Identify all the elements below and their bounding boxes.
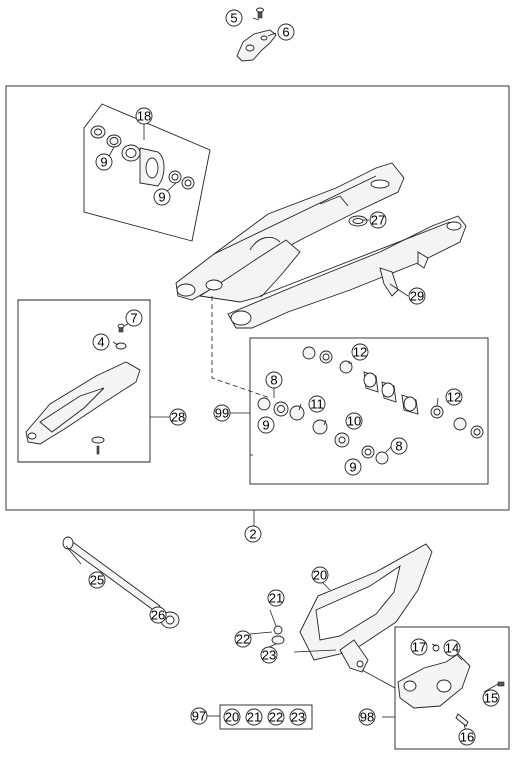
svg-text:27: 27 xyxy=(371,213,385,228)
callout-15: 15 xyxy=(482,689,500,707)
chain-guard-part xyxy=(271,543,433,673)
svg-text:17: 17 xyxy=(412,640,426,655)
chain-slider-frame xyxy=(17,299,151,463)
pivot-axle-part xyxy=(62,536,180,629)
callout-9: 9 xyxy=(153,188,171,206)
svg-text:20: 20 xyxy=(313,568,327,583)
kit-97-box xyxy=(219,704,313,730)
svg-text:5: 5 xyxy=(230,11,237,26)
callout-2: 2 xyxy=(244,525,262,543)
svg-text:14: 14 xyxy=(445,641,459,656)
svg-text:8: 8 xyxy=(270,373,277,388)
callout-23: 23 xyxy=(260,646,278,664)
callout-98: 98 xyxy=(358,708,376,726)
callout-27: 27 xyxy=(369,211,387,229)
callout-16: 16 xyxy=(458,728,476,746)
bearing-parts xyxy=(90,125,195,190)
callout-5: 5 xyxy=(225,9,243,27)
top-bracket-part xyxy=(236,7,277,62)
callout-9: 9 xyxy=(95,153,113,171)
callout-28: 28 xyxy=(169,408,187,426)
callout-18: 18 xyxy=(135,107,153,125)
svg-text:8: 8 xyxy=(395,439,402,454)
svg-text:99: 99 xyxy=(215,406,229,421)
callout-14: 14 xyxy=(443,639,461,657)
svg-text:16: 16 xyxy=(460,730,474,745)
svg-text:22: 22 xyxy=(236,632,250,647)
svg-text:21: 21 xyxy=(247,710,261,725)
swingarm-body xyxy=(175,162,467,329)
svg-text:15: 15 xyxy=(484,691,498,706)
svg-text:98: 98 xyxy=(360,710,374,725)
svg-text:9: 9 xyxy=(158,190,165,205)
callout-9: 9 xyxy=(257,416,275,434)
svg-text:29: 29 xyxy=(410,289,424,304)
kit-97-item-23: 23 xyxy=(289,708,307,726)
callout-7: 7 xyxy=(125,309,143,327)
svg-text:11: 11 xyxy=(310,397,324,412)
svg-text:20: 20 xyxy=(225,710,239,725)
callout-17: 17 xyxy=(410,638,428,656)
callout-29: 29 xyxy=(408,287,426,305)
svg-text:23: 23 xyxy=(291,710,305,725)
svg-text:4: 4 xyxy=(97,335,104,350)
svg-text:7: 7 xyxy=(130,311,137,326)
callout-12: 12 xyxy=(351,343,369,361)
svg-text:28: 28 xyxy=(171,410,185,425)
callout-99: 99 xyxy=(213,404,231,422)
svg-text:9: 9 xyxy=(349,460,356,475)
callout-11: 11 xyxy=(308,395,326,413)
callout-10: 10 xyxy=(345,412,363,430)
callout-97: 97 xyxy=(190,707,208,725)
callout-20: 20 xyxy=(311,566,329,584)
svg-text:12: 12 xyxy=(353,345,367,360)
svg-text:9: 9 xyxy=(262,418,269,433)
callout-8: 8 xyxy=(265,371,283,389)
callout-21: 21 xyxy=(267,589,285,607)
svg-text:23: 23 xyxy=(262,648,276,663)
svg-text:22: 22 xyxy=(269,710,283,725)
kit-97-item-21: 21 xyxy=(245,708,263,726)
pivot-bushing-parts xyxy=(257,346,484,465)
callout-9: 9 xyxy=(344,458,362,476)
svg-text:12: 12 xyxy=(447,390,461,405)
callout-4: 4 xyxy=(92,333,110,351)
callout-26: 26 xyxy=(149,606,167,624)
callout-25: 25 xyxy=(88,571,106,589)
svg-text:6: 6 xyxy=(282,25,289,40)
kit-97-item-20: 20 xyxy=(223,708,241,726)
svg-text:26: 26 xyxy=(151,608,165,623)
svg-text:9: 9 xyxy=(100,155,107,170)
callout-22: 22 xyxy=(234,630,252,648)
svg-text:21: 21 xyxy=(269,591,283,606)
callout-12: 12 xyxy=(445,388,463,406)
kit-97-item-22: 22 xyxy=(267,708,285,726)
svg-text:25: 25 xyxy=(90,573,104,588)
svg-text:97: 97 xyxy=(192,709,206,724)
pivot-bushing-frame xyxy=(249,337,489,485)
bearing-group-frame xyxy=(83,103,211,242)
svg-text:18: 18 xyxy=(137,109,151,124)
callout-8: 8 xyxy=(390,437,408,455)
brake-guard-part xyxy=(397,644,505,727)
insert-part-27 xyxy=(348,215,368,227)
svg-text:10: 10 xyxy=(347,414,361,429)
swingarm-assembly-frame xyxy=(5,85,510,511)
chain-slider-part xyxy=(25,323,141,455)
svg-text:2: 2 xyxy=(249,527,256,542)
callout-6: 6 xyxy=(277,23,295,41)
